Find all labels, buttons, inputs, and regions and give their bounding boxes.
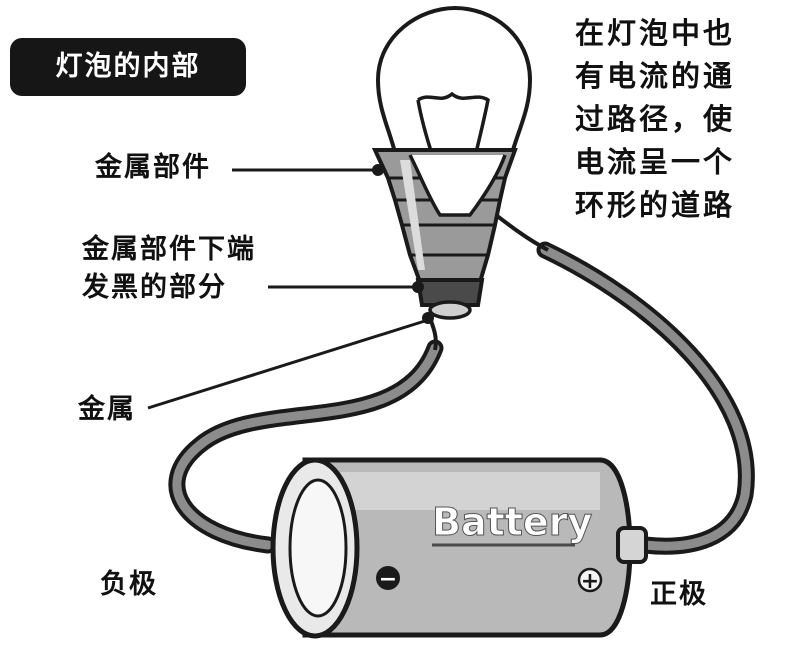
wire-left xyxy=(168,339,444,554)
leader-metal xyxy=(147,318,429,410)
label-metal-part: 金属部件 xyxy=(95,152,211,183)
wire-right xyxy=(536,241,755,555)
minus-symbol: − xyxy=(379,567,397,592)
note-text: 在灯泡中也 有电流的通 过路径，使 电流呈一个 环形的道路 xyxy=(575,12,790,227)
label-negative: 负极 xyxy=(100,569,158,600)
note-line-1: 在灯泡中也 xyxy=(575,16,736,50)
note-line-5: 环形的道路 xyxy=(575,188,736,222)
label-metal-bottom-line1: 金属部件下端 xyxy=(82,234,256,265)
leader-dot-metal xyxy=(422,312,434,324)
leader-dot-metal-part xyxy=(372,164,384,176)
title-box: 灯泡的内部 xyxy=(10,38,246,96)
label-positive: 正极 xyxy=(650,579,708,610)
note-line-2: 有电流的通 xyxy=(575,59,736,93)
plus-symbol: + xyxy=(581,569,599,594)
label-metal-bottom-line2: 发黑的部分 xyxy=(82,272,227,303)
light-bulb xyxy=(371,5,533,320)
leader-dot-metal-bottom xyxy=(412,281,424,293)
battery xyxy=(270,457,648,639)
note-line-3: 过路径，使 xyxy=(575,102,736,136)
battery-label: Battery xyxy=(432,500,592,544)
note-line-4: 电流呈一个 xyxy=(575,145,736,179)
page-title: 灯泡的内部 xyxy=(55,51,201,82)
label-metal: 金属 xyxy=(78,394,136,425)
